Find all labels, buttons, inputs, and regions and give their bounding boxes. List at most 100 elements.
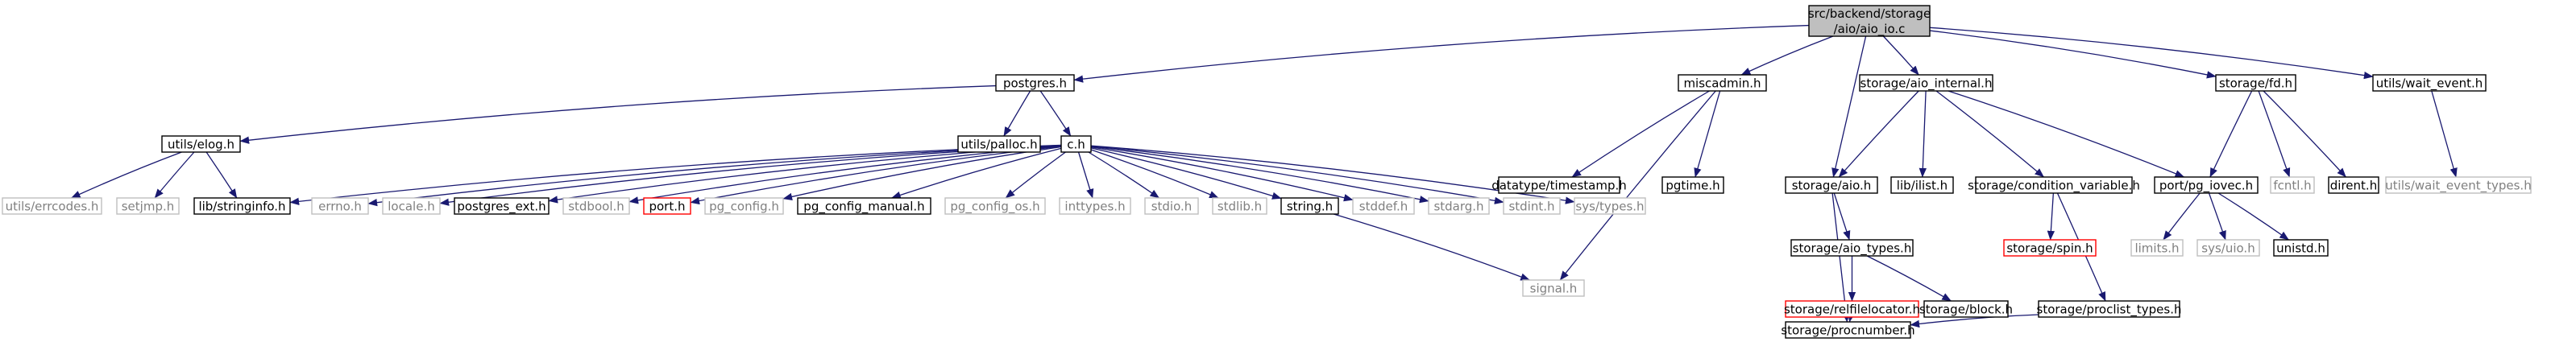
- node-aio_types[interactable]: storage/aio_types.h: [1790, 239, 1914, 257]
- node-inttypes[interactable]: inttypes.h: [1059, 197, 1131, 215]
- node-stringinfo-box: [193, 197, 291, 215]
- node-aio_internal[interactable]: storage/aio_internal.h: [1859, 74, 1993, 92]
- node-postgres_ext[interactable]: postgres_ext.h: [454, 197, 550, 215]
- node-pgtime[interactable]: pgtime.h: [1661, 176, 1724, 194]
- node-elog[interactable]: utils/elog.h: [161, 135, 241, 153]
- node-fcntl-label: fcntl.h: [2273, 179, 2311, 193]
- node-systypes[interactable]: sys/types.h: [1574, 197, 1646, 215]
- edge-iovec-to-unistd: [2217, 192, 2289, 241]
- node-unistd[interactable]: unistd.h: [2273, 239, 2329, 257]
- node-string-label: string.h: [1287, 200, 1333, 214]
- node-condvar[interactable]: storage/condition_variable.h: [1968, 176, 2140, 194]
- node-proclist_types[interactable]: storage/proclist_types.h: [2037, 300, 2182, 318]
- edge-aio_internal-to-aio: [1838, 90, 1919, 178]
- edge-iovec-to-limits: [2163, 192, 2201, 241]
- node-iovec-box: [2154, 176, 2259, 194]
- node-ilist[interactable]: lib/ilist.h: [1890, 176, 1954, 194]
- node-fcntl[interactable]: fcntl.h: [2270, 176, 2315, 194]
- edge-wait_event-to-wait_event_types: [2431, 90, 2458, 178]
- node-pgtime-box: [1661, 176, 1724, 194]
- node-stdbool[interactable]: stdbool.h: [562, 197, 630, 215]
- node-aio-box: [1785, 176, 1878, 194]
- node-postgres-box: [995, 74, 1075, 92]
- node-stringinfo[interactable]: lib/stringinfo.h: [193, 197, 291, 215]
- node-block-box: [1923, 300, 2009, 318]
- edge-condvar-to-spin: [2047, 192, 2055, 241]
- node-pg_config_os[interactable]: pg_config_os.h: [944, 197, 1046, 215]
- node-stdlib-box: [1212, 197, 1267, 215]
- edge-c-to-stringinfo: [289, 144, 1062, 205]
- node-signal-label: signal.h: [1530, 282, 1578, 296]
- node-port-box: [643, 197, 691, 215]
- node-errcodes[interactable]: utils/errcodes.h: [2, 197, 102, 215]
- node-wait_event_types[interactable]: utils/wait_event_types.h: [2385, 176, 2532, 194]
- edge-elog-to-errcodes: [70, 151, 182, 199]
- node-dirent[interactable]: dirent.h: [2328, 176, 2379, 194]
- node-stdarg[interactable]: stdarg.h: [1428, 197, 1490, 215]
- node-string-box: [1280, 197, 1339, 215]
- node-port[interactable]: port.h: [643, 197, 691, 215]
- edge-relfilelocator-to-procnumber: [1847, 312, 1856, 323]
- edge-fd-to-iovec: [2209, 90, 2253, 178]
- node-errno-box: [311, 197, 369, 215]
- node-signal[interactable]: signal.h: [1522, 279, 1585, 297]
- node-aio_internal-label: storage/aio_internal.h: [1860, 76, 1993, 92]
- node-stdint[interactable]: stdint.h: [1503, 197, 1561, 215]
- node-limits[interactable]: limits.h: [2130, 239, 2184, 257]
- node-stdio[interactable]: stdio.h: [1144, 197, 1199, 215]
- node-setjmp-label: setjmp.h: [122, 200, 175, 214]
- node-aio_io-label: src/backend/storage: [1808, 6, 1931, 21]
- edge-c-to-pg_config: [782, 146, 1062, 201]
- node-pg_config_manual[interactable]: pg_config_manual.h: [797, 197, 931, 215]
- node-inttypes-label: inttypes.h: [1064, 200, 1125, 214]
- node-string[interactable]: string.h: [1280, 197, 1339, 215]
- node-elog-box: [161, 135, 241, 153]
- node-pg_config[interactable]: pg_config.h: [704, 197, 784, 215]
- node-c[interactable]: c.h: [1060, 135, 1092, 153]
- node-postgres_ext-box: [454, 197, 550, 215]
- node-sysuio[interactable]: sys/uio.h: [2196, 239, 2260, 257]
- node-spin[interactable]: storage/spin.h: [2003, 239, 2097, 257]
- node-errno[interactable]: errno.h: [311, 197, 369, 215]
- node-pg_config_manual-label: pg_config_manual.h: [803, 200, 924, 215]
- node-aio_io[interactable]: src/backend/storage/aio/aio_io.c: [1808, 5, 1931, 37]
- node-iovec[interactable]: port/pg_iovec.h: [2154, 176, 2259, 194]
- node-procnumber-box: [1785, 321, 1911, 339]
- node-procnumber[interactable]: storage/procnumber.h: [1781, 321, 1915, 339]
- edge-aio_internal-to-iovec: [1948, 90, 2185, 178]
- node-miscadmin[interactable]: miscadmin.h: [1678, 74, 1767, 92]
- node-errcodes-box: [2, 197, 102, 215]
- node-pg_config_os-label: pg_config_os.h: [950, 200, 1039, 215]
- node-iovec-label: port/pg_iovec.h: [2159, 179, 2253, 194]
- node-palloc[interactable]: utils/palloc.h: [957, 135, 1041, 153]
- edge-c-to-inttypes: [1077, 151, 1094, 199]
- edge-c-to-string: [1090, 147, 1282, 200]
- node-wait_event[interactable]: utils/wait_event.h: [2372, 74, 2487, 92]
- edge-aio-to-aio_types: [1833, 192, 1851, 241]
- node-timestamp-box: [1498, 176, 1620, 194]
- edge-fd-to-dirent: [2263, 90, 2346, 178]
- node-timestamp[interactable]: datatype/timestamp.h: [1491, 176, 1627, 194]
- edge-miscadmin-to-signal: [1559, 90, 1716, 281]
- node-block[interactable]: storage/block.h: [1919, 300, 2013, 318]
- node-fd[interactable]: storage/fd.h: [2215, 74, 2296, 92]
- node-unistd-box: [2273, 239, 2329, 257]
- node-aio_types-box: [1790, 239, 1914, 257]
- node-aio[interactable]: storage/aio.h: [1785, 176, 1878, 194]
- node-setjmp[interactable]: setjmp.h: [116, 197, 180, 215]
- node-postgres[interactable]: postgres.h: [995, 74, 1075, 92]
- node-locale[interactable]: locale.h: [382, 197, 441, 215]
- edge-aio_io-to-wait_event: [1929, 27, 2374, 80]
- node-aio_io-label: /aio/aio_io.c: [1834, 22, 1906, 37]
- node-stdlib[interactable]: stdlib.h: [1212, 197, 1267, 215]
- node-stddef[interactable]: stddef.h: [1352, 197, 1415, 215]
- node-errcodes-label: utils/errcodes.h: [6, 200, 99, 214]
- node-relfilelocator[interactable]: storage/relfilelocator.h: [1784, 300, 1920, 318]
- node-fcntl-box: [2270, 176, 2315, 194]
- node-c-box: [1060, 135, 1092, 153]
- node-aio-label: storage/aio.h: [1792, 179, 1872, 193]
- node-stdlib-label: stdlib.h: [1217, 200, 1262, 214]
- node-stdio-label: stdio.h: [1151, 200, 1193, 214]
- node-sysuio-label: sys/uio.h: [2201, 241, 2255, 256]
